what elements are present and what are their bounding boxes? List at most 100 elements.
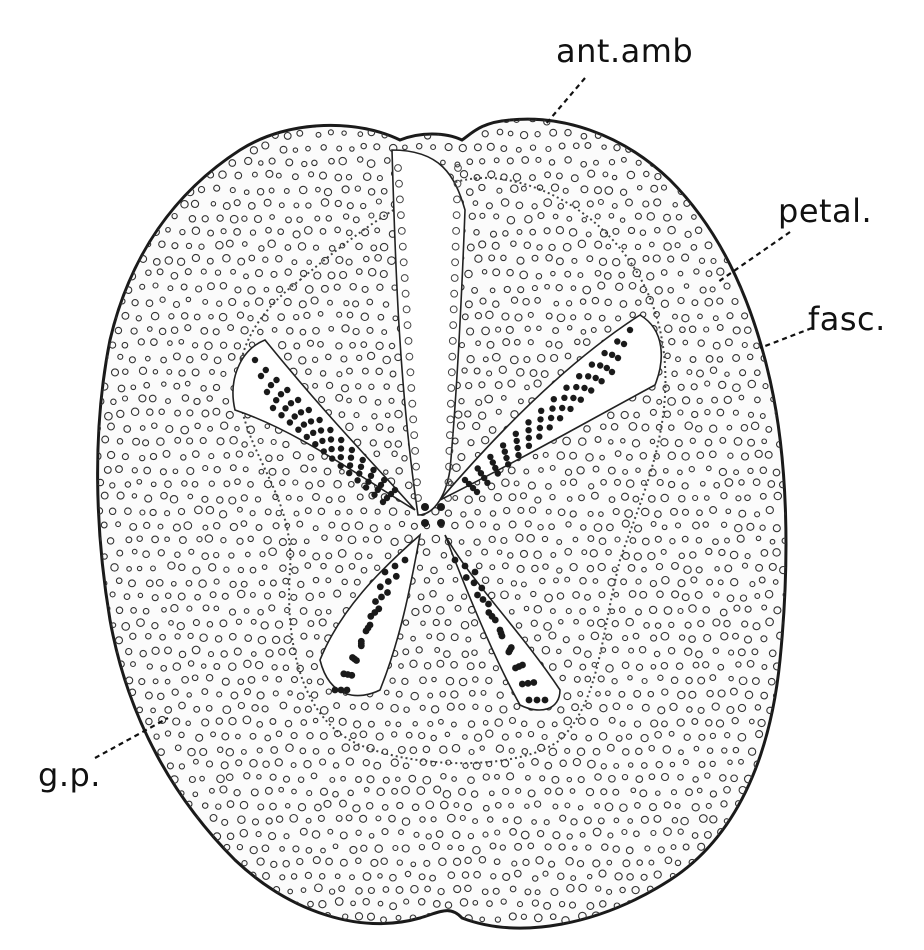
tubercle — [615, 119, 622, 122]
tubercle — [440, 552, 448, 559]
petal-pore — [524, 679, 532, 687]
tubercle — [150, 900, 157, 906]
tubercle — [417, 898, 426, 906]
tubercle — [685, 172, 692, 180]
tubercle — [156, 268, 164, 276]
tubercle — [488, 790, 495, 797]
tubercle — [178, 536, 187, 545]
tubercle — [593, 186, 603, 195]
tubercle — [208, 453, 215, 460]
tubercle — [362, 897, 370, 906]
tubercle — [670, 507, 678, 516]
tubercle — [441, 913, 448, 920]
tubercle — [620, 438, 626, 444]
petal-pore — [263, 388, 271, 396]
tubercle — [466, 158, 474, 166]
tubercle — [136, 706, 144, 714]
tubercle — [210, 731, 217, 738]
tubercle — [598, 869, 607, 878]
tubercle — [319, 758, 327, 766]
tubercle — [131, 299, 139, 307]
tubercle — [122, 872, 130, 881]
tubercle — [768, 200, 777, 209]
tubercle — [548, 663, 557, 671]
petal-pore — [286, 419, 294, 426]
tubercle — [104, 716, 112, 724]
tubercle — [773, 745, 780, 753]
tubercle — [677, 690, 686, 700]
tubercle — [549, 128, 558, 137]
tubercle — [605, 243, 612, 250]
tubercle — [284, 719, 293, 728]
tubercle — [723, 925, 733, 929]
tubercle — [703, 495, 710, 501]
tubercle — [479, 297, 487, 305]
tubercle — [769, 759, 776, 766]
tubercle — [146, 408, 154, 416]
tubercle — [779, 367, 786, 374]
tubercle — [395, 690, 403, 698]
tubercle — [341, 743, 351, 752]
tubercle — [751, 201, 759, 209]
tubercle — [97, 677, 103, 684]
tubercle — [164, 678, 171, 685]
tubercle — [783, 285, 786, 291]
tubercle — [408, 774, 417, 783]
tubercle — [208, 313, 214, 320]
tubercle — [256, 747, 263, 754]
tubercle — [562, 187, 569, 194]
petal-pore — [392, 572, 400, 580]
tubercle — [724, 537, 730, 544]
tubercle — [747, 467, 754, 475]
tubercle — [123, 900, 132, 909]
tubercle — [734, 523, 743, 533]
tubercle — [320, 847, 326, 854]
tubercle — [570, 285, 577, 291]
tubercle — [366, 298, 374, 306]
tubercle — [520, 913, 528, 920]
tubercle — [767, 677, 776, 686]
tubercle — [267, 239, 276, 249]
tubercle — [318, 618, 327, 627]
tubercle — [332, 843, 339, 850]
tubercle — [660, 299, 670, 308]
tubercle — [775, 244, 783, 252]
tubercle — [672, 313, 678, 320]
tubercle — [514, 594, 521, 600]
tubercle — [410, 861, 417, 868]
tubercle — [621, 519, 630, 528]
petal-pore — [391, 562, 399, 570]
tubercle — [361, 285, 369, 293]
tubercle — [99, 856, 108, 865]
tubercle — [789, 917, 794, 922]
tubercle — [353, 412, 360, 419]
tubercle — [473, 174, 481, 181]
tubercle — [242, 466, 249, 473]
tubercle — [775, 857, 784, 866]
tubercle — [604, 129, 611, 136]
tubercle — [321, 534, 328, 541]
tubercle — [622, 859, 631, 868]
tubercle — [239, 828, 249, 838]
tubercle — [216, 691, 223, 698]
tubercle — [711, 396, 719, 404]
tubercle — [360, 312, 370, 322]
tubercle — [318, 591, 325, 599]
petal-pore — [303, 433, 310, 441]
tubercle — [634, 802, 641, 809]
tubercle — [368, 383, 375, 390]
tubercle — [787, 719, 791, 723]
tubercle — [752, 255, 760, 263]
tubercle — [336, 311, 343, 318]
tubercle — [120, 197, 130, 206]
tubercle — [605, 913, 612, 920]
tubercle — [533, 550, 542, 560]
tubercle — [199, 633, 208, 642]
tubercle — [192, 791, 199, 798]
petal-pore — [356, 470, 363, 477]
tubercle — [216, 746, 224, 754]
tubercle — [725, 143, 734, 151]
tubercle — [297, 776, 305, 783]
tubercle — [436, 659, 445, 668]
tubercle — [110, 398, 117, 406]
